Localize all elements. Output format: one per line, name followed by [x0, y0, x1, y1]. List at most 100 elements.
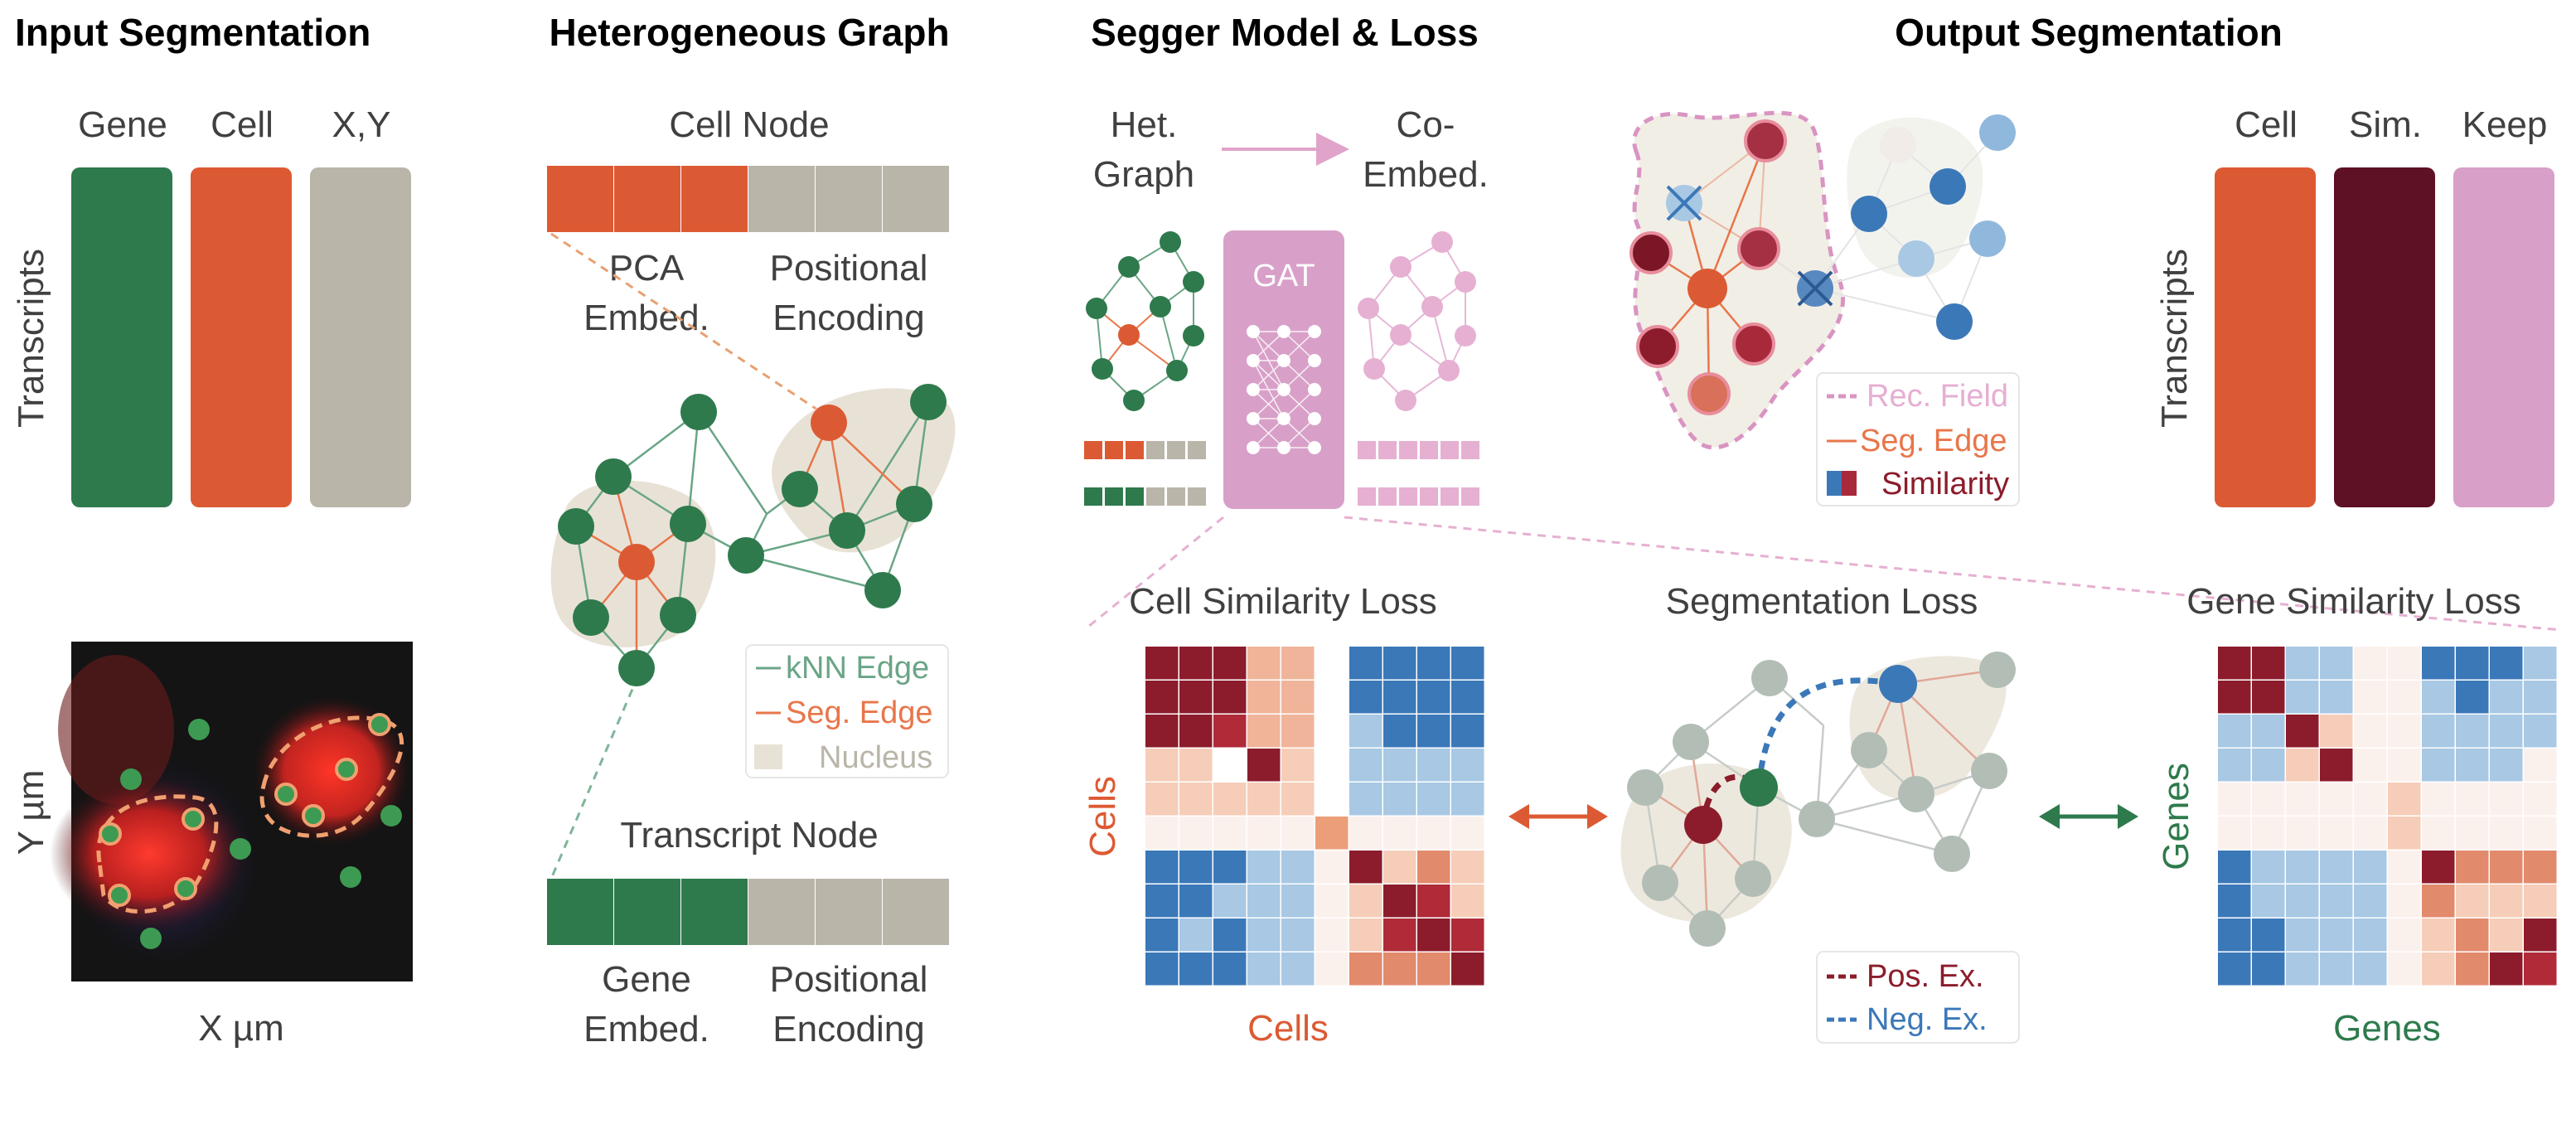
heatmap-cell — [2252, 918, 2285, 952]
heatmap-cell — [2252, 851, 2285, 884]
gene-loss-title: Gene Similarity Loss — [2186, 581, 2520, 622]
cell-node-label: Cell Node — [669, 104, 829, 145]
heatmap-cell — [1383, 749, 1416, 782]
mini-embed-vector-2 — [1358, 487, 1479, 506]
heatmap-cell — [2490, 647, 2523, 680]
heatmap-cell — [2320, 952, 2353, 986]
heatmap-cell — [1349, 647, 1382, 680]
co-label-2: Embed. — [1363, 154, 1489, 195]
mini-co-embed-graph — [1358, 231, 1476, 411]
heatmap-cell — [2354, 783, 2387, 816]
heatmap-cell — [2524, 952, 2557, 986]
graph-legend: kNN Edge Seg. Edge Nucleus — [745, 644, 949, 778]
out-keep-column — [2453, 167, 2554, 507]
heatmap-cell — [1213, 749, 1247, 782]
heatmap-cell — [2524, 749, 2557, 782]
heatmap-cell — [2218, 715, 2251, 748]
model-title: Segger Model & Loss — [1091, 11, 1479, 54]
heatmap-cell — [2320, 918, 2353, 952]
heatmap-cell — [1383, 918, 1416, 952]
heatmap-cell — [2456, 647, 2489, 680]
heatmap-cell — [2252, 783, 2285, 816]
heatmap-cell — [2456, 783, 2489, 816]
heatmap-cell — [1315, 952, 1349, 986]
seg-loss-title: Segmentation Loss — [1666, 581, 1978, 622]
heatmap-cell — [2524, 851, 2557, 884]
heatmap-cell — [2524, 715, 2557, 748]
tpos-label-1: Positional — [770, 959, 928, 1000]
heatmap-cell — [2286, 749, 2319, 782]
heatmap-cell — [2252, 952, 2285, 986]
heatmap-cell — [2456, 851, 2489, 884]
heatmap-cell — [2320, 647, 2353, 680]
gat-block: GAT — [1223, 230, 1344, 509]
heatmap-cell — [1451, 783, 1484, 816]
heatmap-cell — [2252, 885, 2285, 918]
heatmap-cell — [2422, 817, 2455, 850]
heatmap-cell — [1349, 918, 1382, 952]
heatmap-cell — [1451, 952, 1484, 986]
heatmap-cell — [2218, 647, 2251, 680]
legend-rec-field: Rec. Field — [1867, 379, 2008, 414]
heatmap-cell — [1417, 783, 1450, 816]
gene-label-2: Embed. — [583, 1009, 709, 1049]
heatmap-cell — [2490, 851, 2523, 884]
heatmap-cell — [2218, 952, 2251, 986]
heatmap-cell — [2218, 851, 2251, 884]
heatmap-cell — [2524, 885, 2557, 918]
pos-label-2: Encoding — [772, 298, 924, 338]
heatmap-cell — [2490, 783, 2523, 816]
output-graph — [1629, 110, 2016, 450]
tpos-label-2: Encoding — [772, 1009, 924, 1049]
heatmap-cell — [2354, 952, 2387, 986]
heatmap-cell — [2490, 817, 2523, 850]
legend-knn: kNN Edge — [786, 651, 929, 686]
heatmap-cell — [1213, 918, 1247, 952]
heatmap-cell — [2218, 918, 2251, 952]
heatmap-cell — [2490, 681, 2523, 714]
heatmap-cell — [1349, 783, 1382, 816]
cell-column — [191, 167, 292, 507]
heatmap-cell — [1451, 817, 1484, 850]
heatmap-cell — [1145, 918, 1179, 952]
heatmap-cell — [1417, 918, 1450, 952]
heatmap-cell — [1179, 647, 1213, 680]
heatmap-cell — [1247, 783, 1281, 816]
loss-connector-right — [1344, 516, 2562, 632]
heatmap-cell — [2422, 749, 2455, 782]
heatmap-cell — [2422, 851, 2455, 884]
heatmap-cell — [2320, 715, 2353, 748]
heatmap-cell — [1213, 817, 1247, 850]
heatmap-cell — [1281, 749, 1315, 782]
heatmap-cell — [1417, 851, 1450, 884]
heatmap-cell — [1247, 715, 1281, 748]
heatmap-cell — [1417, 715, 1450, 748]
heatmap-cell — [2456, 952, 2489, 986]
heatmap-cell — [1145, 851, 1179, 884]
heatmap-cell — [2320, 681, 2353, 714]
mini-embed-vector-1 — [1358, 441, 1479, 459]
heatmap-cell — [2490, 749, 2523, 782]
heatmap-cell — [2456, 918, 2489, 952]
heatmap-cell — [1383, 851, 1416, 884]
cell-node-1 — [618, 544, 655, 580]
heatmap-cell — [1451, 715, 1484, 748]
out-cell-column — [2215, 167, 2316, 507]
gene-label-1: Gene — [602, 959, 691, 1000]
heatmap-cell — [1213, 952, 1247, 986]
output-legend: Rec. Field Seg. Edge Similarity — [1816, 372, 2020, 506]
cell-loss-title: Cell Similarity Loss — [1129, 581, 1437, 622]
heatmap-cell — [2524, 681, 2557, 714]
panel-heterogeneous-graph: Heterogeneous Graph Cell Node PCA Embed.… — [547, 11, 956, 1049]
col-cell-label: Cell — [211, 104, 274, 145]
heatmap-cell — [2388, 681, 2421, 714]
heatmap-cell — [1315, 885, 1349, 918]
heatmap-cell — [2320, 817, 2353, 850]
heatmap-cell — [1451, 918, 1484, 952]
legend-neg-ex: Neg. Ex. — [1867, 1002, 1988, 1037]
heatmap-cell — [2354, 715, 2387, 748]
heatmap-cell — [2388, 647, 2421, 680]
het-label-1: Het. — [1111, 104, 1178, 145]
heatmap-cell — [2388, 715, 2421, 748]
panel-input-segmentation: Input Segmentation Gene Cell X,Y Transcr… — [11, 11, 413, 1049]
